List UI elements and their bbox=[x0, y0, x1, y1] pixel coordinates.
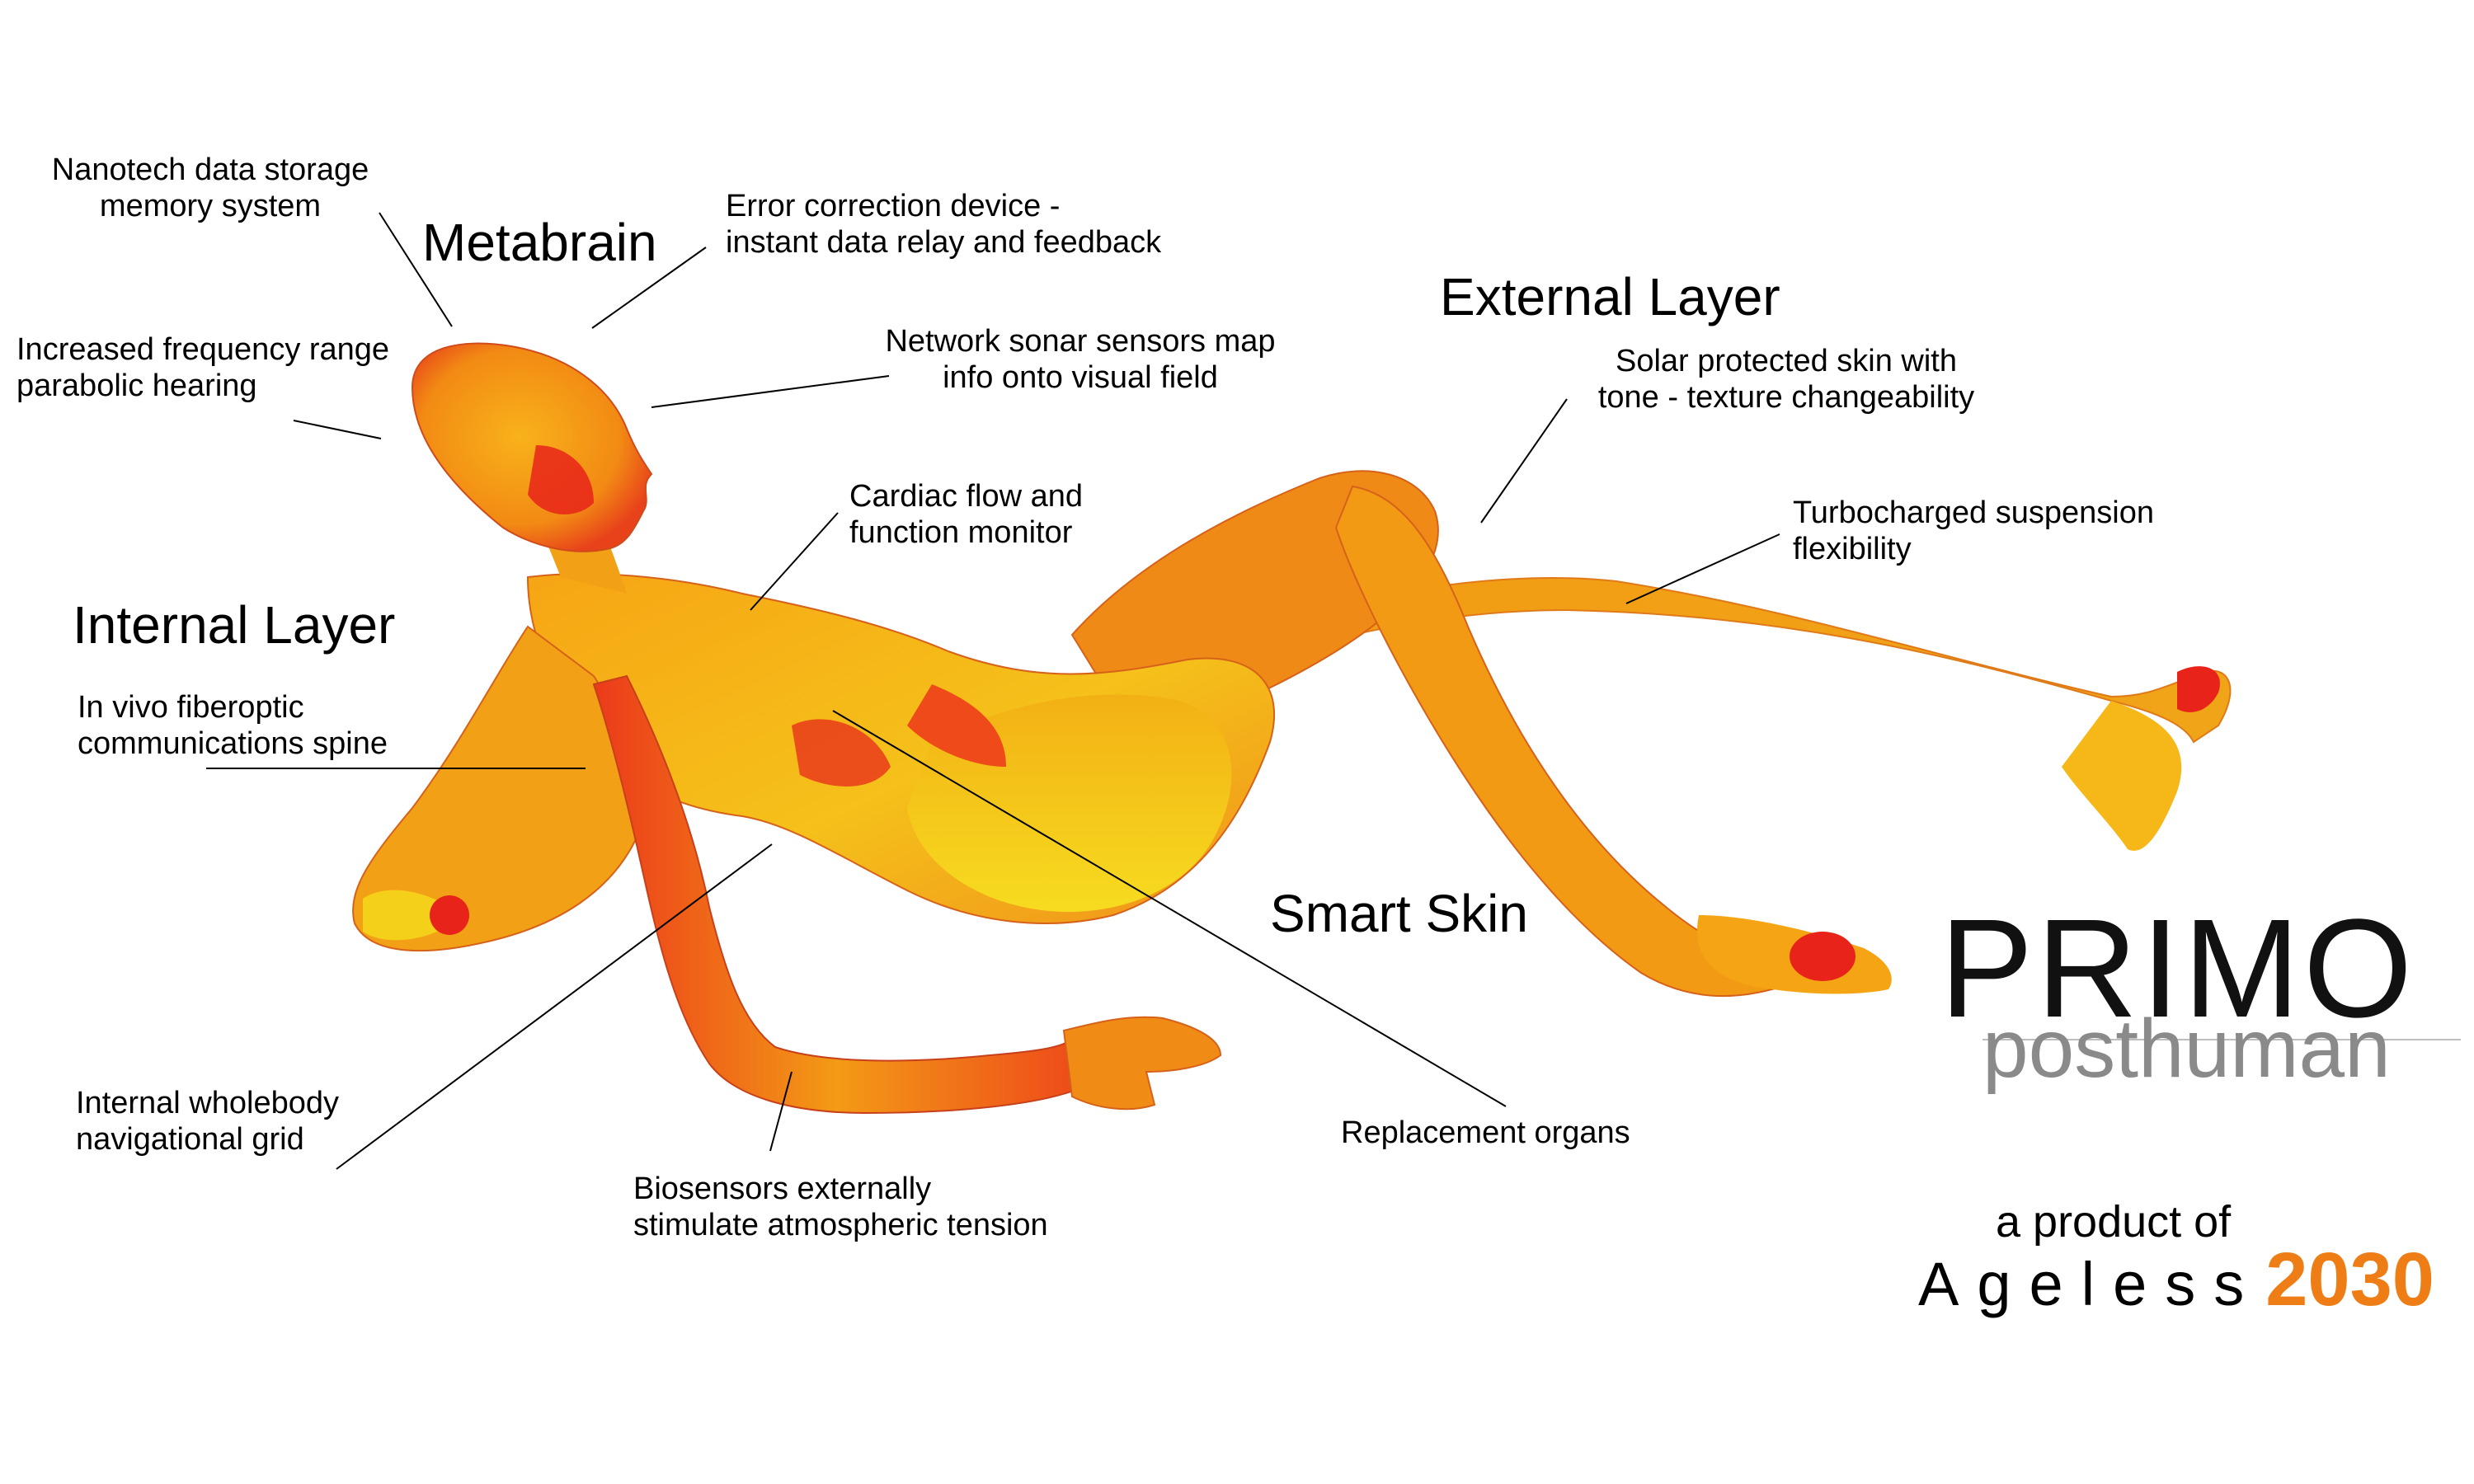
back-leg-shape bbox=[1220, 577, 2232, 744]
label-error-correction: Error correction device - instant data r… bbox=[726, 189, 1162, 260]
external-layer-title: External Layer bbox=[1440, 267, 1780, 326]
label-nanotech-storage: Nanotech data storage memory system bbox=[51, 153, 369, 223]
brand-rule bbox=[1982, 1039, 2461, 1040]
leader-lines bbox=[206, 212, 1780, 1170]
brand-name: PRIMO bbox=[1940, 890, 2416, 1047]
label-replacement-organs: Replacement organs bbox=[1341, 1115, 1630, 1150]
label-solar-skin: Solar protected skin with tone - texture… bbox=[1597, 344, 1975, 415]
label-navigational-grid: Internal wholebody navigational grid bbox=[76, 1086, 339, 1157]
internal-layer-title: Internal Layer bbox=[73, 595, 396, 655]
hand-shape bbox=[1062, 1016, 1222, 1111]
label-fiberoptic-spine: In vivo fiberoptic communications spine bbox=[78, 690, 388, 761]
maker-row: Ageless2030 bbox=[1918, 1237, 2434, 1327]
smart-skin-title: Smart Skin bbox=[1270, 884, 1528, 943]
label-sonar-sensors: Network sonar sensors map info onto visu… bbox=[885, 324, 1276, 395]
back-foot-shape bbox=[2062, 701, 2182, 851]
brand-tagline: a product of bbox=[1996, 1197, 2232, 1247]
head-shape bbox=[411, 342, 653, 552]
label-parabolic-hearing: Increased frequency range parabolic hear… bbox=[16, 332, 390, 403]
maker-name: Ageless bbox=[1918, 1250, 2263, 1318]
label-cardiac-monitor: Cardiac flow and function monitor bbox=[849, 479, 1084, 550]
label-suspension: Turbocharged suspension flexibility bbox=[1793, 495, 2154, 566]
metabrain-title: Metabrain bbox=[422, 213, 657, 272]
brand-subtitle: posthuman bbox=[1982, 1003, 2391, 1095]
label-biosensors: Biosensors externally stimulate atmosphe… bbox=[633, 1172, 1048, 1242]
maker-year: 2030 bbox=[2265, 1237, 2434, 1322]
